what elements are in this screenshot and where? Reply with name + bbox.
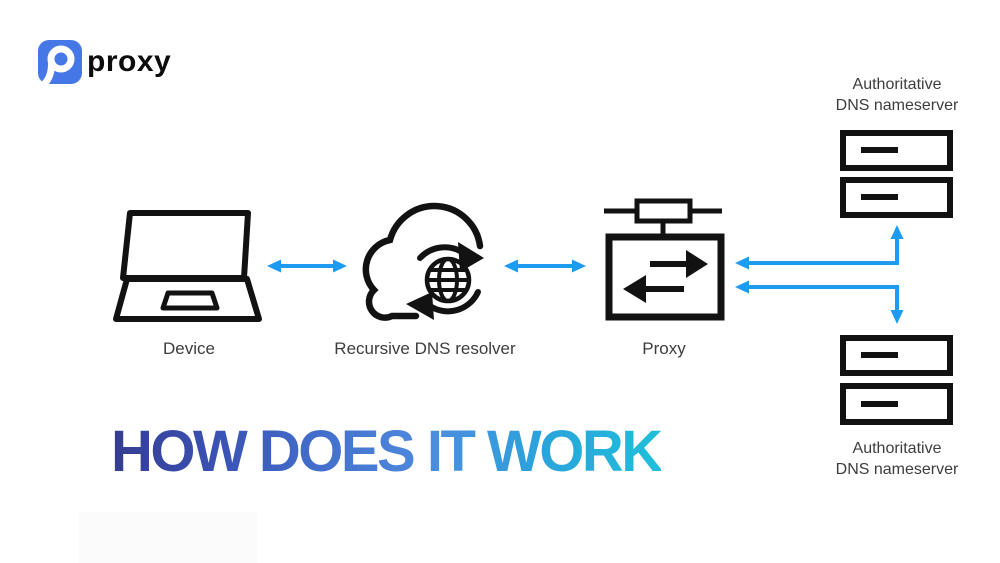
arrow-resolver-proxy	[504, 259, 586, 273]
proxy-relay-box-icon	[604, 198, 725, 321]
nine-ring-icon	[36, 38, 84, 90]
nameserver-top-label-line1: Authoritative	[852, 76, 942, 93]
resolver-label: Recursive DNS resolver	[334, 339, 516, 358]
server-stack-top-icon	[840, 130, 953, 218]
nameserver-top-label-line2: DNS nameserver	[835, 97, 959, 114]
laptop-icon	[113, 210, 262, 322]
arrow-proxy-nameserver-top	[735, 225, 904, 270]
arrow-proxy-nameserver-bottom	[735, 280, 904, 324]
connection-arrows	[267, 225, 904, 324]
server-stack-bottom-icon	[840, 335, 953, 425]
proxy-label: Proxy	[642, 339, 686, 358]
brand-name: proxy	[87, 45, 172, 78]
headline-title: HOW DOES IT WORK	[111, 419, 663, 484]
device-label: Device	[163, 339, 215, 358]
nameserver-bottom-label-line2: DNS nameserver	[835, 461, 959, 478]
brand-logo: proxy	[36, 38, 171, 90]
arrow-device-resolver	[267, 259, 347, 273]
nameserver-bottom-label: Authoritative DNS nameserver	[807, 438, 987, 480]
nameserver-top-label: Authoritative DNS nameserver	[807, 74, 987, 116]
nameserver-bottom-label-line1: Authoritative	[852, 440, 942, 457]
footer-faint-block	[79, 512, 257, 563]
cloud-dns-sync-icon	[362, 202, 484, 321]
